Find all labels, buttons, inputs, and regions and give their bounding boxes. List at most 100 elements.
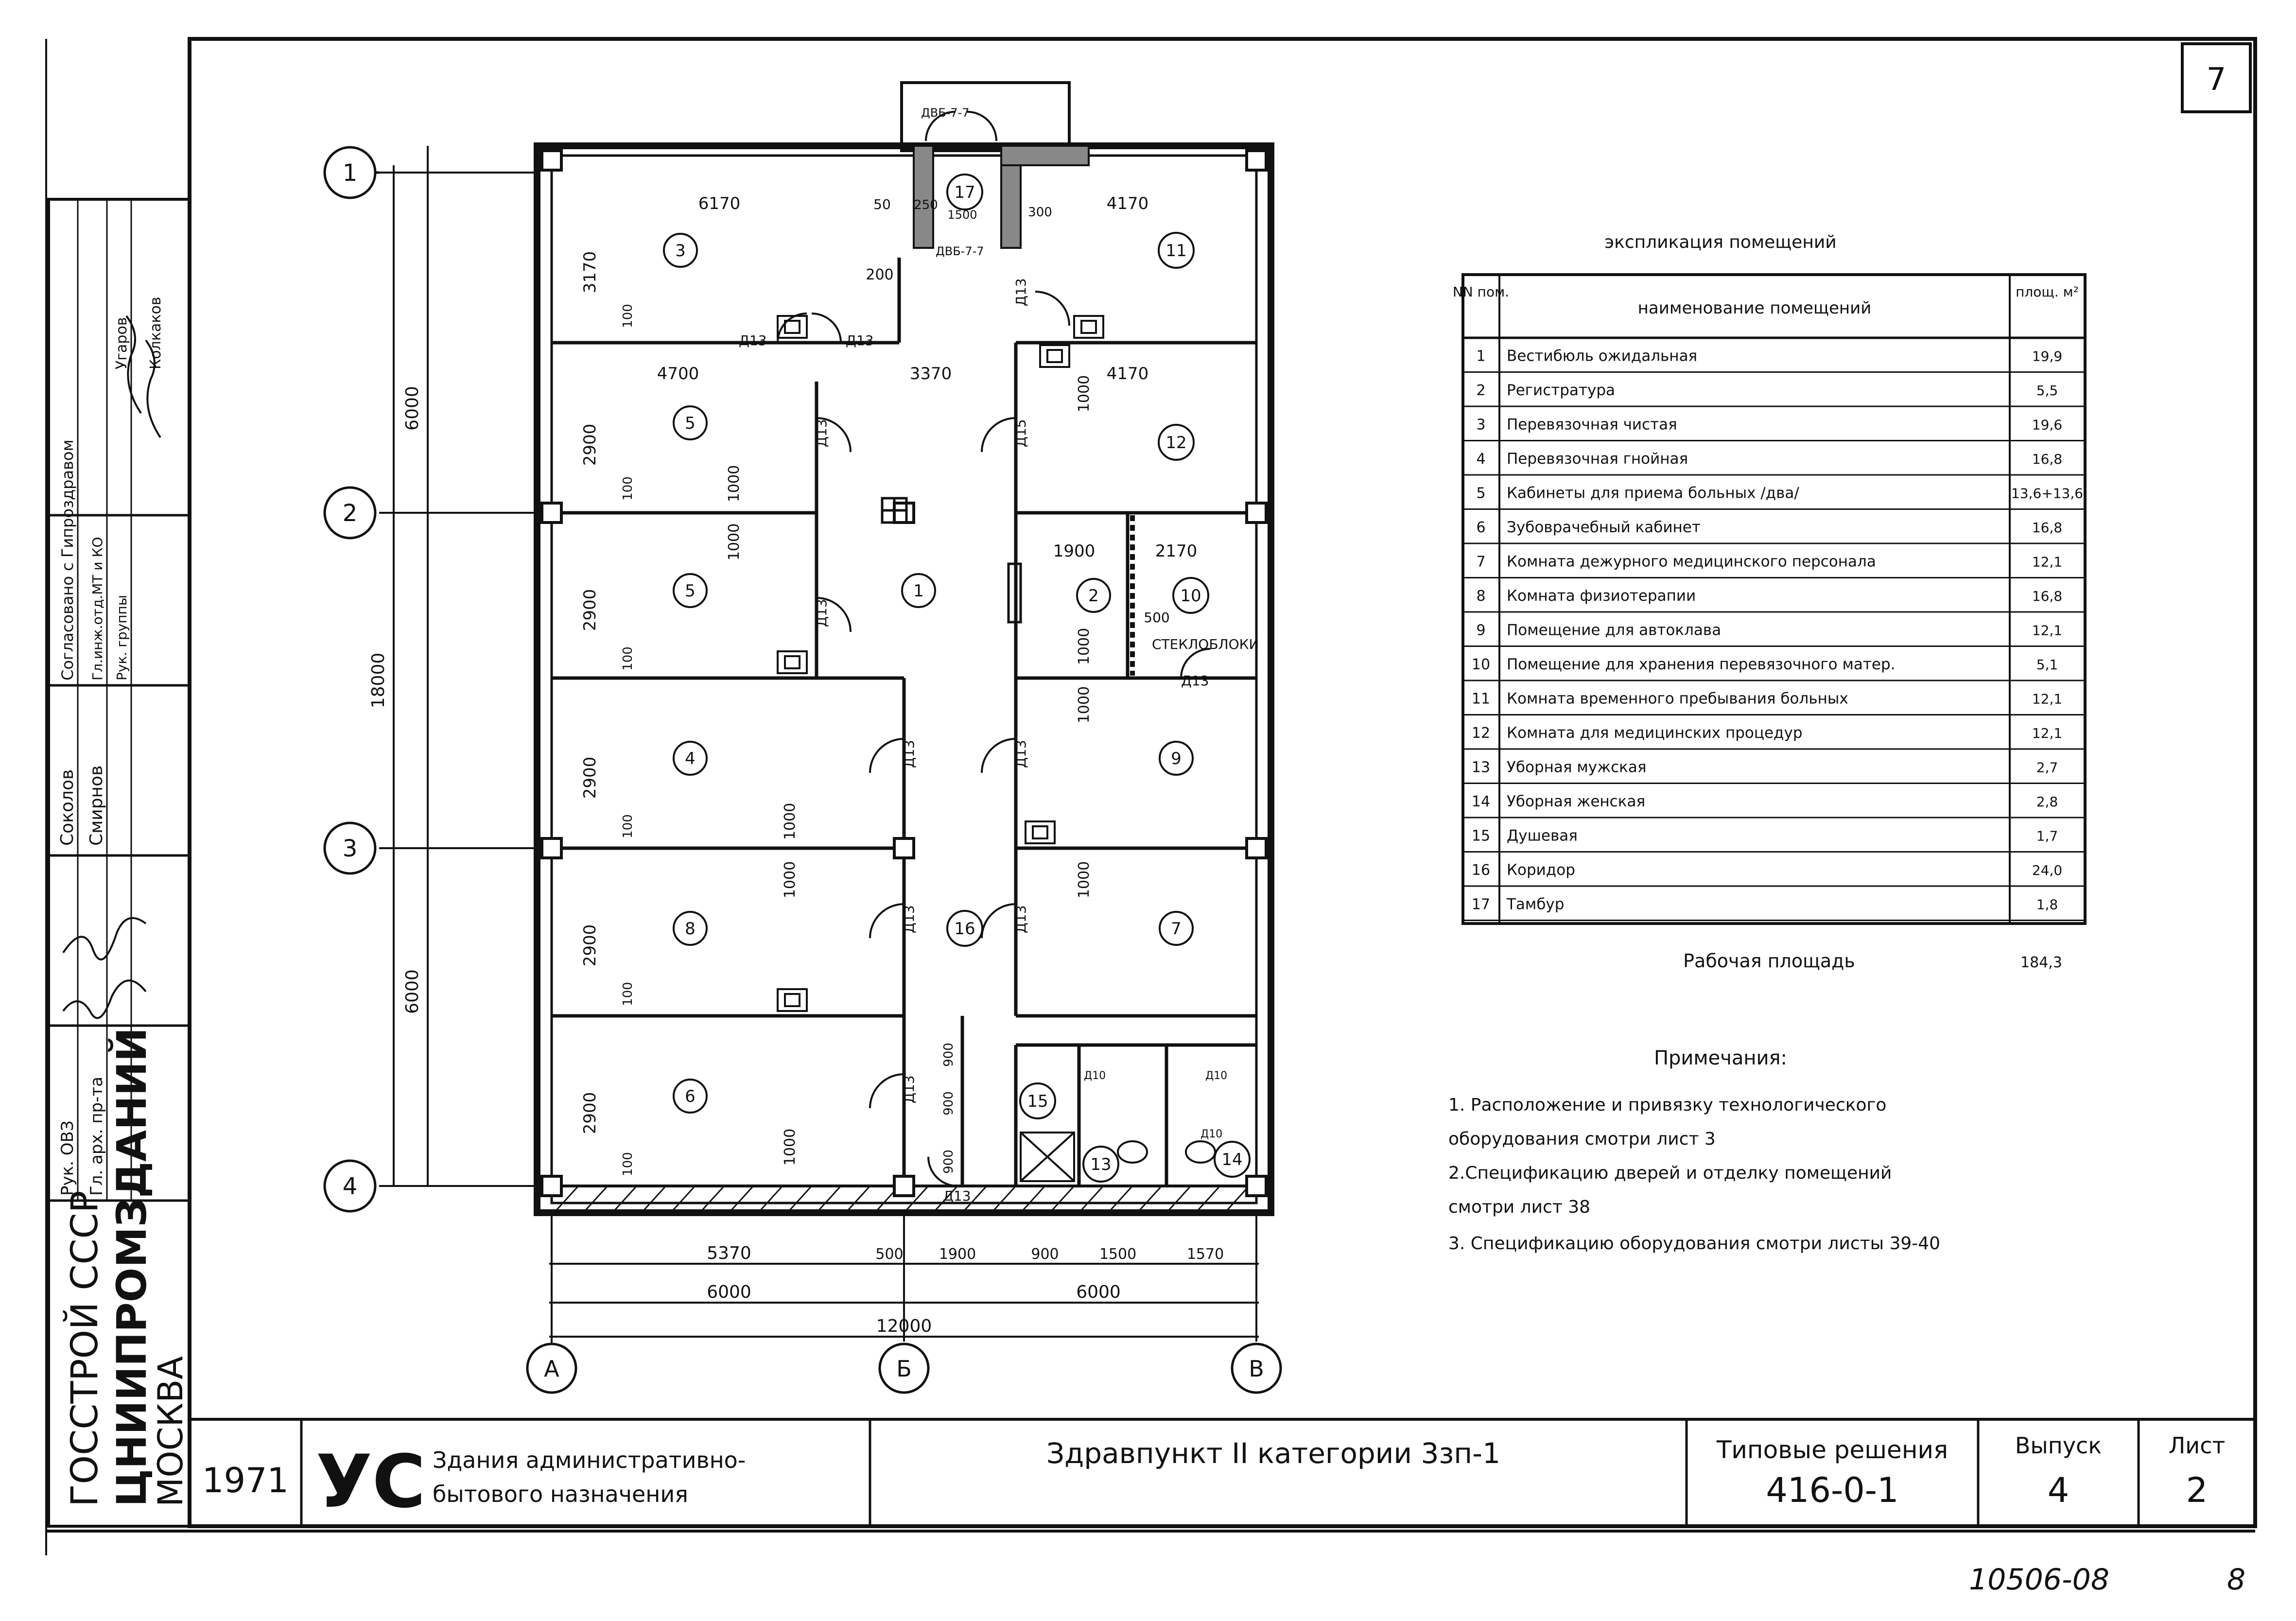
room-marker-r11 (1158, 232, 1195, 269)
door-label: Д15 (1013, 419, 1029, 447)
bottom-dim-1570: 1570 (1187, 1246, 1224, 1263)
header-name: наименование помещений (1638, 298, 1872, 318)
axis-row-1: 1 (343, 159, 358, 187)
dim-2170: 2170 (1155, 541, 1198, 561)
row-area: 12,1 (2032, 622, 2062, 638)
stamp-role-6: Рук. группы (114, 595, 130, 680)
row-no: 10 (1472, 656, 1490, 673)
entrance-porch (900, 81, 1071, 152)
dim-6000-top: 6000 (402, 386, 422, 431)
room-marker-r8 (673, 911, 708, 946)
door-label: Д10 (1084, 1070, 1106, 1082)
bottom-dim-12000: 12000 (876, 1316, 932, 1336)
room-marker-r2 (1076, 578, 1111, 613)
explication-table: экспликация помещений NN пом. наименован… (1453, 232, 2087, 972)
stamp-role-1: Гл. арх. пр-та (87, 1077, 106, 1196)
bottom-dim-6000-left: 6000 (707, 1282, 751, 1302)
signature-2 (62, 979, 147, 1019)
row-name: Коридор (1507, 861, 1575, 879)
bottom-dimension-chain (549, 1215, 1259, 1361)
row-name: Помещение для хранения перевязочного мат… (1507, 656, 1896, 673)
dim-1000-e: 1000 (782, 1129, 799, 1166)
glass-block-label: СТЕКЛОБЛОКИ (1152, 636, 1259, 652)
header-area: площ. м² (2016, 284, 2079, 300)
row-name: Уборная мужская (1507, 758, 1647, 776)
room-number: 6 (685, 1087, 696, 1106)
door-label: Д13 (901, 1075, 917, 1103)
dim-50: 50 (873, 196, 891, 212)
note-line-3: 2.Спецификацию дверей и отделку помещени… (1448, 1163, 1892, 1183)
typical-label: Типовые решения (1716, 1436, 1948, 1464)
room-marker-r5a (673, 405, 708, 440)
row-axis-markers (323, 146, 379, 1213)
row-name: Вестибюль ожидальная (1507, 347, 1697, 365)
row-no: 8 (1476, 588, 1485, 605)
note-line-1: 1. Расположение и привязку технологическ… (1448, 1095, 1886, 1115)
row-no: 5 (1476, 485, 1485, 502)
room-number: 10 (1180, 586, 1201, 606)
row-area: 5,5 (2036, 383, 2058, 399)
dim-100-b: 100 (621, 476, 635, 501)
door-label: Д13 (1013, 905, 1029, 933)
dim-2900-c: 2900 (580, 757, 600, 799)
column-axis-markers (526, 1342, 1282, 1394)
row-area: 19,9 (2032, 348, 2062, 364)
bottom-dim-6000-right: 6000 (1076, 1282, 1121, 1302)
dim-4700: 4700 (657, 364, 699, 383)
row-no: 13 (1472, 759, 1490, 776)
stamp-role-5: Гл.инж.отд.МТ и КО (89, 537, 105, 680)
room-marker-r13 (1082, 1146, 1119, 1183)
dim-4170b: 4170 (1107, 364, 1149, 383)
door-label: Д13 (943, 1188, 971, 1204)
room-marker-r5b (673, 573, 708, 608)
room-number: 11 (1165, 241, 1186, 261)
room-marker-r15 (1019, 1082, 1056, 1119)
room-marker-r17 (946, 174, 983, 210)
row-no: 4 (1476, 451, 1485, 468)
note-line-2: оборудования смотри лист 3 (1448, 1129, 1716, 1149)
dim-1000-b: 1000 (726, 523, 743, 560)
row-area: 2,7 (2036, 759, 2058, 775)
door-label: Д13 (901, 740, 917, 768)
row-area: 5,1 (2036, 657, 2058, 673)
door-label-inner: ДВБ-7-7 (936, 244, 984, 258)
room-marker-r9 (1159, 741, 1194, 776)
dim-100-c: 100 (621, 646, 635, 671)
axis-row-4: 4 (343, 1173, 358, 1200)
axis-row-3: 3 (343, 835, 358, 862)
row-name: Комната дежурного медицинского персонала (1507, 553, 1876, 570)
door-label: Д13 (1181, 673, 1209, 689)
room-marker-r7 (1159, 911, 1194, 946)
dim-900-b: 900 (941, 1091, 956, 1116)
dim-2900-e: 2900 (580, 1092, 600, 1134)
room-number: 13 (1090, 1155, 1111, 1174)
axis-col-b: Б (896, 1356, 912, 1382)
room-number: 2 (1088, 586, 1099, 606)
row-no: 6 (1476, 519, 1485, 536)
left-dimension-chain (379, 146, 539, 1187)
dim-18000: 18000 (368, 653, 388, 709)
row-no: 2 (1476, 382, 1485, 399)
plan-dimensions: 6170 50 250 1500 300 4170 3170 200 4700 … (580, 194, 1197, 1176)
org-city: МОСКВА (151, 1356, 191, 1507)
issue-value: 4 (2048, 1470, 2070, 1510)
signature-3 (125, 315, 142, 414)
dim-1000-c: 1000 (782, 803, 799, 840)
table-border (1461, 273, 2087, 925)
explication-title: экспликация помещений (1604, 232, 1836, 252)
bottom-dim-500: 500 (875, 1246, 903, 1263)
dim-1000-g: 1000 (1076, 686, 1093, 723)
room-number: 16 (954, 919, 975, 939)
row-name: Комната физиотерапии (1507, 587, 1696, 605)
dim-1000-i: 1000 (1076, 375, 1093, 412)
room-number: 3 (675, 241, 686, 261)
row-area: 13,6+13,6 (2011, 485, 2083, 501)
room-number: 7 (1171, 919, 1182, 939)
row-name: Перевязочная чистая (1507, 416, 1677, 433)
vestibule-wall-left (913, 145, 934, 249)
room-number: 9 (1171, 749, 1182, 768)
row-name: Комната временного пребывания больных (1507, 690, 1848, 707)
dim-1500: 1500 (947, 208, 977, 222)
series-line-1: Здания административно- (433, 1447, 746, 1473)
